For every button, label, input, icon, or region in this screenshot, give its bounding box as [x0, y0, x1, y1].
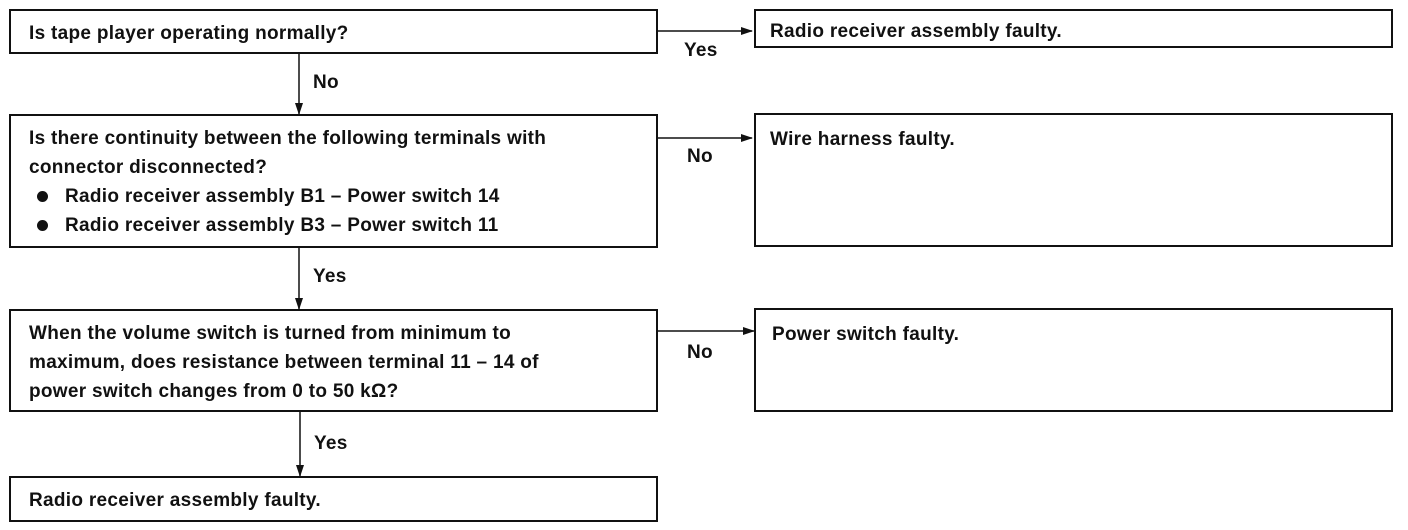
question-continuity-line-2: connector disconnected? [29, 157, 268, 178]
question-volume-line-2: maximum, does resistance between termina… [29, 352, 539, 373]
edge-label-q1-yes: Yes [684, 40, 718, 61]
result-radio-receiver-faulty-bottom: Radio receiver assembly faulty. [9, 476, 658, 522]
bullet-icon [37, 191, 48, 202]
result-radio-receiver-faulty-top-text: Radio receiver assembly faulty. [770, 21, 1062, 42]
bullet-item-b1-text: Radio receiver assembly B1 – Power switc… [65, 186, 500, 207]
question-continuity-line-1: Is there continuity between the followin… [29, 128, 547, 149]
result-wire-harness-faulty-text: Wire harness faulty. [770, 129, 955, 150]
question-volume-line-3: power switch changes from 0 to 50 kΩ? [29, 381, 399, 402]
bullet-item-b3: Radio receiver assembly B3 – Power switc… [29, 211, 656, 240]
bullet-item-b1: Radio receiver assembly B1 – Power switc… [29, 182, 656, 211]
edge-label-q3-no: No [687, 342, 713, 363]
question-continuity: Is there continuity between the followin… [9, 114, 658, 248]
bullet-item-b3-text: Radio receiver assembly B3 – Power switc… [65, 215, 499, 236]
question-volume-line-1: When the volume switch is turned from mi… [29, 323, 512, 344]
edge-label-q1-no: No [313, 72, 339, 93]
result-radio-receiver-faulty-bottom-text: Radio receiver assembly faulty. [29, 490, 321, 511]
question-tape-player-text: Is tape player operating normally? [29, 23, 349, 44]
edge-label-q3-yes: Yes [314, 433, 348, 454]
edge-label-q2-yes: Yes [313, 266, 347, 287]
question-volume-resistance: When the volume switch is turned from mi… [9, 309, 658, 412]
result-power-switch-faulty-text: Power switch faulty. [772, 324, 960, 345]
result-power-switch-faulty: Power switch faulty. [754, 308, 1393, 412]
question-tape-player: Is tape player operating normally? [9, 9, 658, 54]
result-wire-harness-faulty: Wire harness faulty. [754, 113, 1393, 247]
edge-label-q2-no: No [687, 146, 713, 167]
result-radio-receiver-faulty-top: Radio receiver assembly faulty. [754, 9, 1393, 48]
bullet-icon [37, 220, 48, 231]
